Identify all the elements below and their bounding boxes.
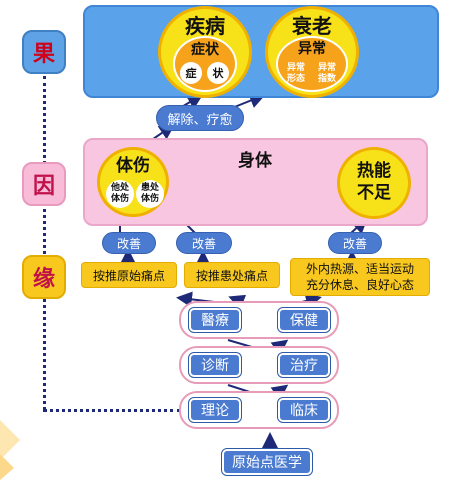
- injury-other: 他处 体伤: [106, 180, 134, 208]
- symptom-char-2: 状: [207, 62, 229, 84]
- theory-box: 理论: [188, 397, 242, 423]
- injury-affected: 患处 体伤: [136, 180, 164, 208]
- label-fruit: 果: [22, 30, 66, 74]
- aging-title: 衰老: [292, 14, 332, 38]
- dotted-connector-horizontal: [43, 409, 181, 412]
- method-heat-source: 外内热源、适当运动 充分休息、良好心态: [290, 258, 430, 296]
- original-point-medicine: 原始点医学: [221, 448, 313, 476]
- body-title: 身体: [238, 151, 272, 171]
- relieve-pill: 解除、疗愈: [156, 105, 244, 131]
- method-affected-point: 按推患处痛点: [184, 262, 280, 288]
- heat-circle: [337, 147, 411, 219]
- symptom-title: 症状: [191, 42, 219, 58]
- abnormal-title: 异常: [298, 41, 326, 57]
- abnormal-index: 异常 指数: [317, 63, 336, 84]
- disease-title: 疾病: [185, 14, 225, 38]
- treatment-box: 治疗: [277, 352, 331, 378]
- abnormal-form: 异常 形态: [286, 63, 305, 84]
- medical-box: 醫療: [188, 307, 242, 333]
- label-condition: 缘: [22, 255, 66, 299]
- symptom-circle: [173, 36, 237, 92]
- symptom-char-1: 症: [180, 62, 202, 84]
- improve-pill-2: 改善: [176, 232, 232, 254]
- label-cause: 因: [22, 162, 66, 206]
- diagnosis-box: 诊断: [188, 352, 242, 378]
- improve-pill-1: 改善: [102, 232, 156, 254]
- heat-title: 热能 不足: [357, 161, 391, 203]
- improve-pill-3: 改善: [328, 232, 382, 254]
- healthcare-box: 保健: [277, 307, 331, 333]
- method-original-point: 按推原始痛点: [81, 262, 177, 288]
- injury-title: 体伤: [116, 156, 150, 176]
- abnormal-circle: [276, 36, 348, 92]
- fruit-box: [83, 5, 439, 98]
- corner-decoration: [0, 420, 20, 480]
- clinical-box: 临床: [277, 397, 331, 423]
- dotted-connector-vertical: [43, 76, 46, 410]
